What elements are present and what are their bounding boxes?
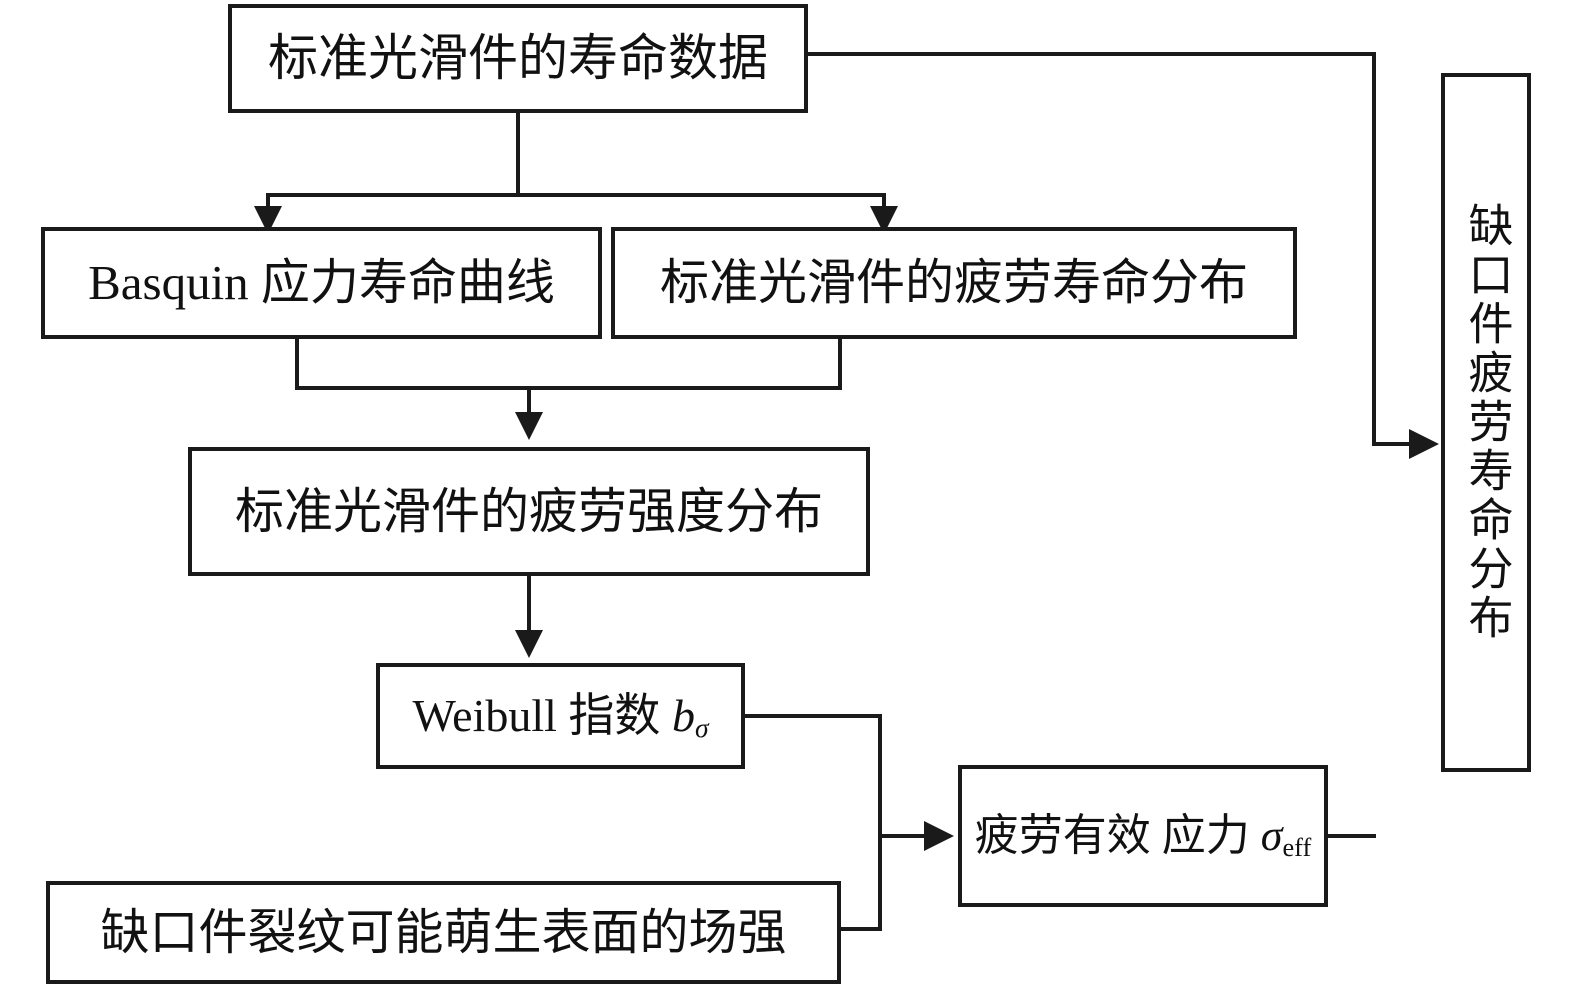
edge-lifedata-to-collector-h (806, 52, 1376, 56)
node-weibull-label: Weibull 指数 bσ (406, 688, 714, 745)
node-smooth-specimen-fatigue-strength-distribution[interactable]: 标准光滑件的疲劳强度分布 (188, 447, 870, 576)
arrow-collector-to-notched (1409, 429, 1439, 459)
node-effective-stress-symbol-subscript: eff (1282, 831, 1312, 862)
edge-basquin-drop (295, 339, 299, 390)
arrow-to-effective-stress (924, 821, 954, 851)
node-effective-stress-line2-prefix: 应力 (1161, 811, 1261, 860)
node-effective-stress-symbol: σ (1260, 811, 1283, 860)
node-notched-life-label: 缺口件疲劳寿命分布 (1461, 202, 1512, 643)
edge-lifedata-to-basquin-drop (266, 193, 270, 215)
edge-collector-to-notched-h (1372, 442, 1416, 446)
edge-junction-to-effstress-h (878, 834, 926, 838)
node-notched-specimen-fatigue-life-distribution[interactable]: 缺口件疲劳寿命分布 (1441, 73, 1531, 772)
edge-collector-vertical (1372, 52, 1376, 445)
node-notched-specimen-crack-initiation-field-strength[interactable]: 缺口件裂纹可能萌生表面的场强 (46, 881, 841, 984)
edge-merge-to-strength-stem (527, 386, 531, 416)
edge-lifedist-drop (838, 339, 842, 390)
node-weibull-exponent[interactable]: Weibull 指数 bσ (376, 663, 745, 769)
node-weibull-symbol-subscript: σ (694, 711, 709, 743)
edge-fieldstrength-out-h (839, 927, 882, 931)
node-basquin-stress-life-curve[interactable]: Basquin 应力寿命曲线 (41, 227, 602, 339)
arrow-strength-to-weibull (515, 630, 543, 658)
node-fatigue-effective-stress[interactable]: 疲劳有效 应力 σeff (958, 765, 1328, 907)
node-effective-stress-label: 疲劳有效 应力 σeff (969, 809, 1318, 863)
node-strength-distribution-label: 标准光滑件的疲劳强度分布 (234, 483, 823, 539)
node-field-strength-label: 缺口件裂纹可能萌生表面的场强 (100, 904, 787, 960)
node-life-distribution-label: 标准光滑件的疲劳寿命分布 (659, 255, 1248, 311)
edge-strength-to-weibull-stem (527, 576, 531, 634)
edge-lifedata-to-lifedist-drop (882, 193, 886, 215)
node-standard-smooth-specimen-life-data[interactable]: 标准光滑件的寿命数据 (228, 4, 808, 113)
node-smooth-specimen-fatigue-life-distribution[interactable]: 标准光滑件的疲劳寿命分布 (611, 227, 1297, 339)
node-effective-stress-line1: 疲劳有效 (974, 811, 1151, 860)
arrow-merge-to-strength (515, 412, 543, 440)
edge-lifedata-split-bar (266, 193, 886, 197)
edge-merge-bar-row2 (295, 386, 842, 390)
node-basquin-label: Basquin 应力寿命曲线 (88, 255, 555, 311)
node-weibull-symbol: b (671, 689, 695, 741)
edge-effstress-to-collector-h (1326, 834, 1376, 838)
node-effective-stress-line2: 应力 σeff (1161, 811, 1312, 862)
edge-weibull-down-v (878, 714, 882, 929)
edge-weibull-out-h (743, 714, 882, 718)
edge-lifedata-stem (516, 113, 520, 195)
node-life-data-label: 标准光滑件的寿命数据 (268, 30, 768, 86)
node-weibull-prefix: Weibull 指数 (412, 689, 672, 741)
